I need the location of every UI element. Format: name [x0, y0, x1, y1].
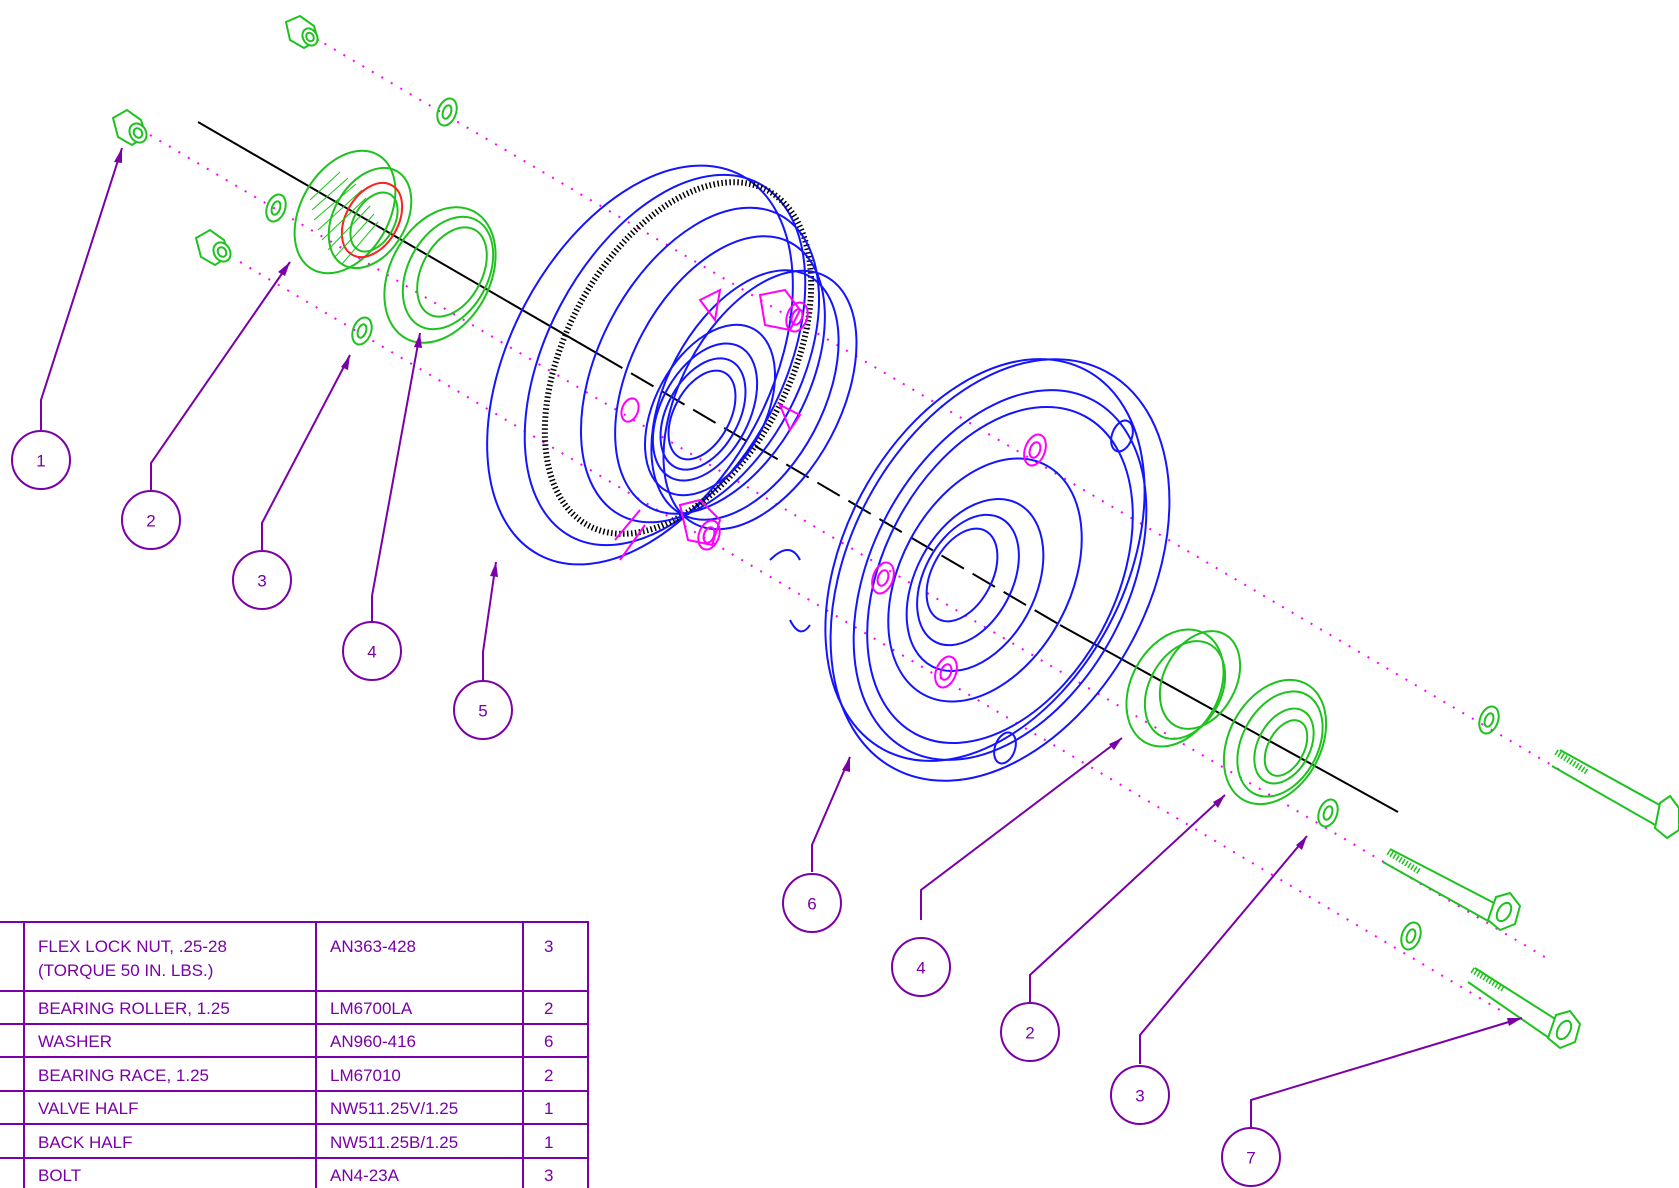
flex-lock-nut-lower [194, 228, 232, 267]
callout-bubbles: 1 2 3 4 5 6 4 2 3 7 [11, 430, 1281, 1187]
callout-2-left: 2 [121, 490, 181, 550]
svg-text:AN960-416: AN960-416 [330, 1032, 416, 1051]
washers [265, 97, 1500, 951]
bolt-centerlines [149, 37, 1561, 1011]
svg-text:BACK HALF: BACK HALF [38, 1133, 132, 1152]
svg-text:3: 3 [1135, 1087, 1144, 1106]
callout-4-right: 4 [891, 937, 951, 997]
bill-of-materials: FLEX LOCK NUT, .25-28 (TORQUE 50 IN. LBS… [0, 921, 589, 1188]
valve-half [486, 164, 858, 566]
svg-text:LM6700LA: LM6700LA [330, 999, 413, 1018]
bom-row: FLEX LOCK NUT, .25-28 (TORQUE 50 IN. LBS… [38, 937, 553, 980]
bearing-race-right [1125, 628, 1242, 748]
svg-text:FLEX LOCK NUT, .25-28: FLEX LOCK NUT, .25-28 [38, 937, 227, 956]
bearing-race-left [383, 206, 497, 344]
svg-text:4: 4 [367, 643, 376, 662]
svg-text:(TORQUE 50 IN. LBS.): (TORQUE 50 IN. LBS.) [38, 961, 213, 980]
callout-7: 7 [1221, 1127, 1281, 1187]
washer-6 [1400, 921, 1422, 951]
washer-1 [436, 97, 458, 127]
callout-5: 5 [453, 680, 513, 740]
svg-text:2: 2 [146, 512, 155, 531]
svg-text:2: 2 [544, 1066, 553, 1085]
svg-text:7: 7 [1246, 1149, 1255, 1168]
bom-row: BEARING ROLLER, 1.25 LM6700LA 2 [38, 999, 553, 1018]
callout-2-right: 2 [1000, 1002, 1060, 1062]
svg-text:1: 1 [544, 1133, 553, 1152]
callout-3-left: 3 [232, 550, 292, 610]
washer-3 [351, 316, 373, 346]
svg-text:AN4-23A: AN4-23A [330, 1166, 400, 1185]
svg-text:1: 1 [36, 452, 45, 471]
svg-text:4: 4 [916, 959, 925, 978]
svg-text:6: 6 [807, 895, 816, 914]
back-half-lugs [993, 419, 1134, 765]
bom-row: BEARING RACE, 1.25 LM67010 2 [38, 1066, 553, 1085]
bearing-roller-right [1222, 678, 1328, 806]
flex-lock-nut-left [111, 108, 148, 147]
svg-text:2: 2 [544, 999, 553, 1018]
svg-text:5: 5 [478, 702, 487, 721]
svg-text:1: 1 [544, 1099, 553, 1118]
callout-leaders [40, 147, 1523, 1129]
callout-3-right: 3 [1110, 1065, 1170, 1125]
svg-text:BEARING RACE, 1.25: BEARING RACE, 1.25 [38, 1066, 209, 1085]
callout-4-left: 4 [342, 621, 402, 681]
bom-row: VALVE HALF NW511.25V/1.25 1 [38, 1099, 553, 1118]
svg-text:3: 3 [544, 1166, 553, 1185]
washer-4 [1478, 705, 1500, 735]
callout-1: 1 [11, 430, 71, 490]
svg-text:LM67010: LM67010 [330, 1066, 401, 1085]
bearing-roller-left [293, 149, 413, 275]
svg-text:2: 2 [1025, 1024, 1034, 1043]
svg-text:WASHER: WASHER [38, 1032, 112, 1051]
back-half-bosses [871, 433, 1047, 689]
svg-text:BOLT: BOLT [38, 1166, 81, 1185]
bom-row: BOLT AN4-23A 3 [38, 1166, 553, 1185]
washer-5 [1317, 798, 1339, 828]
flex-lock-nut-top [284, 14, 320, 50]
svg-text:BEARING ROLLER, 1.25: BEARING ROLLER, 1.25 [38, 999, 230, 1018]
svg-text:3: 3 [257, 572, 266, 591]
bom-row: BACK HALF NW511.25B/1.25 1 [38, 1133, 553, 1152]
bolt-middle [1382, 848, 1522, 932]
svg-text:6: 6 [544, 1032, 553, 1051]
bolt-top [1551, 749, 1679, 840]
valve-half-bosses [614, 288, 809, 561]
svg-text:3: 3 [544, 937, 553, 956]
svg-text:AN363-428: AN363-428 [330, 937, 416, 956]
callout-6: 6 [782, 873, 842, 933]
svg-text:NW511.25B/1.25: NW511.25B/1.25 [330, 1133, 458, 1152]
svg-text:VALVE HALF: VALVE HALF [38, 1099, 138, 1118]
svg-text:NW511.25V/1.25: NW511.25V/1.25 [330, 1099, 458, 1118]
callout-arrowheads [114, 148, 1522, 1026]
bolt-bottom [1467, 967, 1582, 1050]
axle-centerline [197, 121, 1399, 813]
bom-row: WASHER AN960-416 6 [38, 1032, 553, 1051]
washer-2 [265, 193, 287, 223]
back-half [769, 358, 1171, 782]
